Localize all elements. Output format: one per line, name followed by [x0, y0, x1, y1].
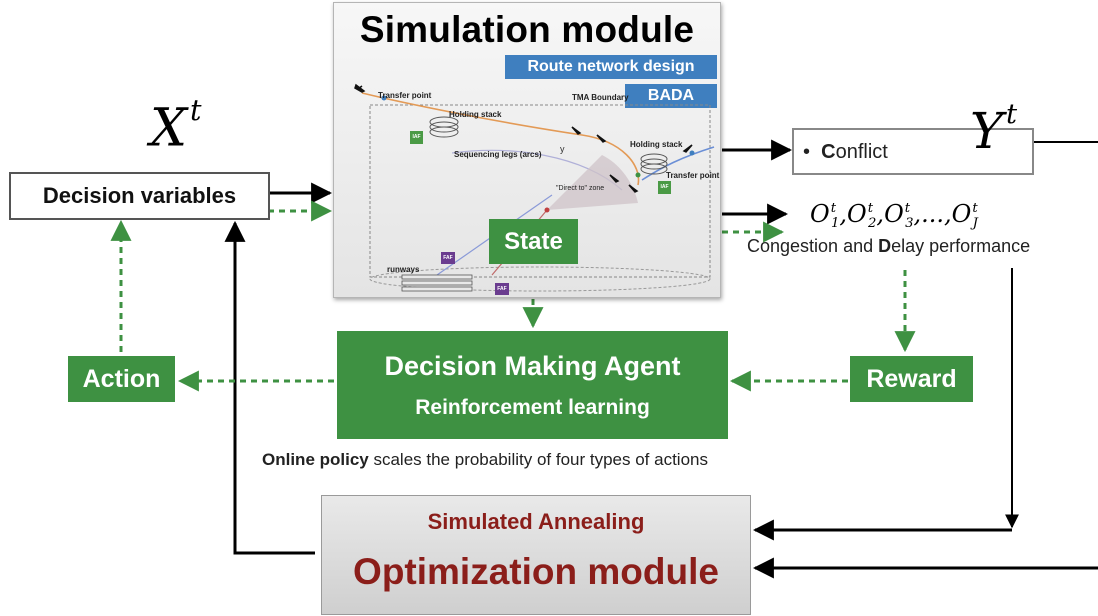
tma-boundary-label: TMA Boundary	[572, 93, 629, 102]
online-policy-bold: Online policy	[262, 450, 369, 469]
tma-airspace-map: y	[354, 83, 715, 292]
direct-to-zone	[547, 155, 638, 210]
online-policy-caption: Online policy scales the probability of …	[262, 450, 708, 470]
route-line-left	[361, 92, 640, 186]
decision-variables-label: Decision variables	[42, 183, 237, 208]
transfer-point-left-label: Transfer point	[378, 91, 432, 100]
decision-making-agent-box: Decision Making Agent Reinforcement lear…	[337, 331, 728, 439]
simulated-annealing-label: Simulated Annealing	[427, 509, 645, 534]
iaf-marker-right: IAF	[658, 181, 671, 194]
holding-stack-right-label: Holding stack	[630, 140, 683, 149]
congestion-delay-caption: Congestion and Delay performance	[747, 236, 1031, 256]
waypoint-marker	[635, 172, 641, 178]
simulation-module-title: Simulation module	[359, 9, 695, 50]
waypoint-marker	[689, 150, 695, 156]
map-letter-y: y	[560, 144, 565, 154]
agent-subtitle: Reinforcement learning	[415, 395, 650, 419]
conflict-bullet: •	[803, 141, 811, 163]
conflict-rest: onflict	[835, 141, 888, 163]
direct-to-zone-label: "Direct to" zone	[556, 185, 605, 192]
route-line-right	[641, 146, 715, 181]
optimization-module-box: Simulated Annealing Optimization module	[321, 495, 751, 615]
aircraft-icon	[596, 134, 607, 143]
reward-box: Reward	[850, 356, 973, 402]
conflict-initial: C	[821, 141, 836, 163]
waypoint-marker	[544, 207, 550, 213]
tma-boundary-outline	[369, 104, 711, 278]
action-box: Action	[68, 356, 175, 402]
waypoint-marker	[381, 95, 387, 101]
aircraft-icon	[571, 126, 582, 135]
aircraft-icon	[628, 184, 639, 193]
aircraft-icon	[609, 174, 620, 183]
conflict-label: • Conflict	[803, 141, 888, 164]
online-policy-rest: scales the probability of four types of …	[368, 450, 708, 469]
sequencing-legs-label: Sequencing legs (arcs)	[454, 150, 542, 159]
iaf-marker-left: IAF	[410, 131, 423, 144]
faf-marker-upper: FAF	[441, 252, 455, 264]
conflict-box: • Conflict	[792, 128, 1034, 175]
holding-stack-right-icon	[640, 153, 668, 175]
agent-title: Decision Making Agent	[384, 350, 681, 381]
holding-stack-left-label: Holding stack	[449, 110, 502, 119]
state-box: State	[489, 219, 578, 264]
runways-label: runways	[387, 265, 420, 274]
route-network-design-tag: Route network design	[505, 55, 717, 79]
tma-boundary-ellipse	[369, 266, 711, 292]
faf-marker-lower: FAF	[495, 283, 509, 295]
reward-label: Reward	[866, 364, 957, 393]
holding-stack-left-icon	[429, 116, 459, 138]
aircraft-icon	[354, 83, 366, 93]
optimization-module-title: Optimization module	[353, 551, 719, 592]
aircraft-icon	[682, 144, 693, 153]
action-label: Action	[82, 364, 161, 393]
state-label: State	[504, 227, 563, 255]
runways-icon	[401, 274, 473, 292]
transfer-point-right-label: Transfer point	[666, 171, 720, 180]
objectives-formula: Ot1,Ot2,Ot3,...,OtJ	[810, 200, 978, 231]
bada-tag: BADA	[625, 84, 717, 108]
decision-variables-box: Decision variables	[9, 172, 270, 220]
arrow-optimization-to-decision	[224, 220, 315, 555]
